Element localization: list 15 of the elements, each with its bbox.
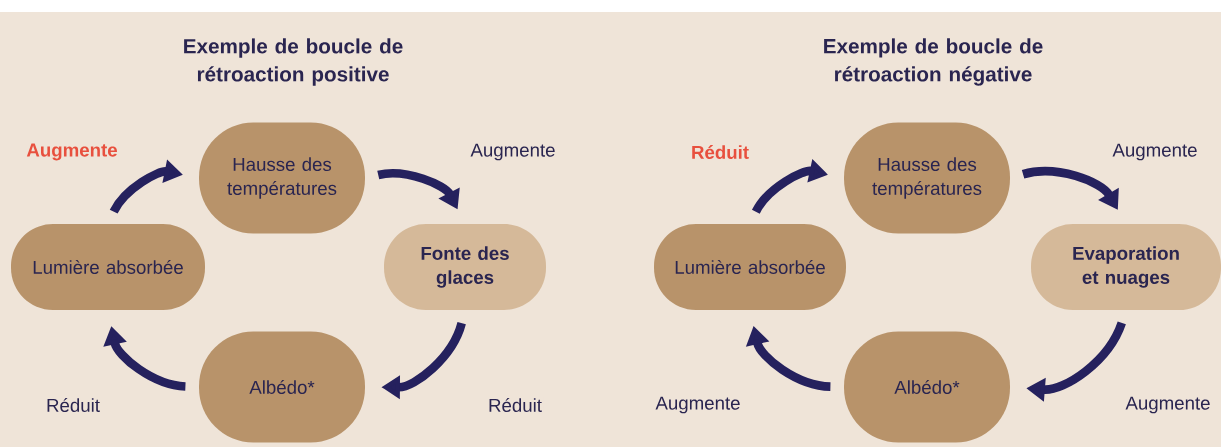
edge-label: Augmente <box>469 142 557 162</box>
title: Exemple de boucle de rétroaction positive <box>184 38 403 86</box>
process-box: Hausse des températures <box>844 122 1010 234</box>
edge-label: Augmente <box>1124 395 1212 415</box>
process-box: Hausse des températures <box>199 122 365 234</box>
edge-label: Augmente <box>654 395 742 415</box>
edge-label: Augmente <box>1111 142 1199 162</box>
process-box: Fonte des glaces <box>384 224 546 310</box>
process-box: Albédo* <box>199 331 365 443</box>
process-box: Albédo* <box>844 331 1010 443</box>
title: Exemple de boucle de rétroaction négative <box>824 38 1043 86</box>
process-box: Lumière absorbée <box>654 224 846 310</box>
process-box: Lumière absorbée <box>11 224 205 310</box>
process-box: Evaporation et nuages <box>1031 224 1221 310</box>
edge-label: Augmente <box>25 142 119 162</box>
